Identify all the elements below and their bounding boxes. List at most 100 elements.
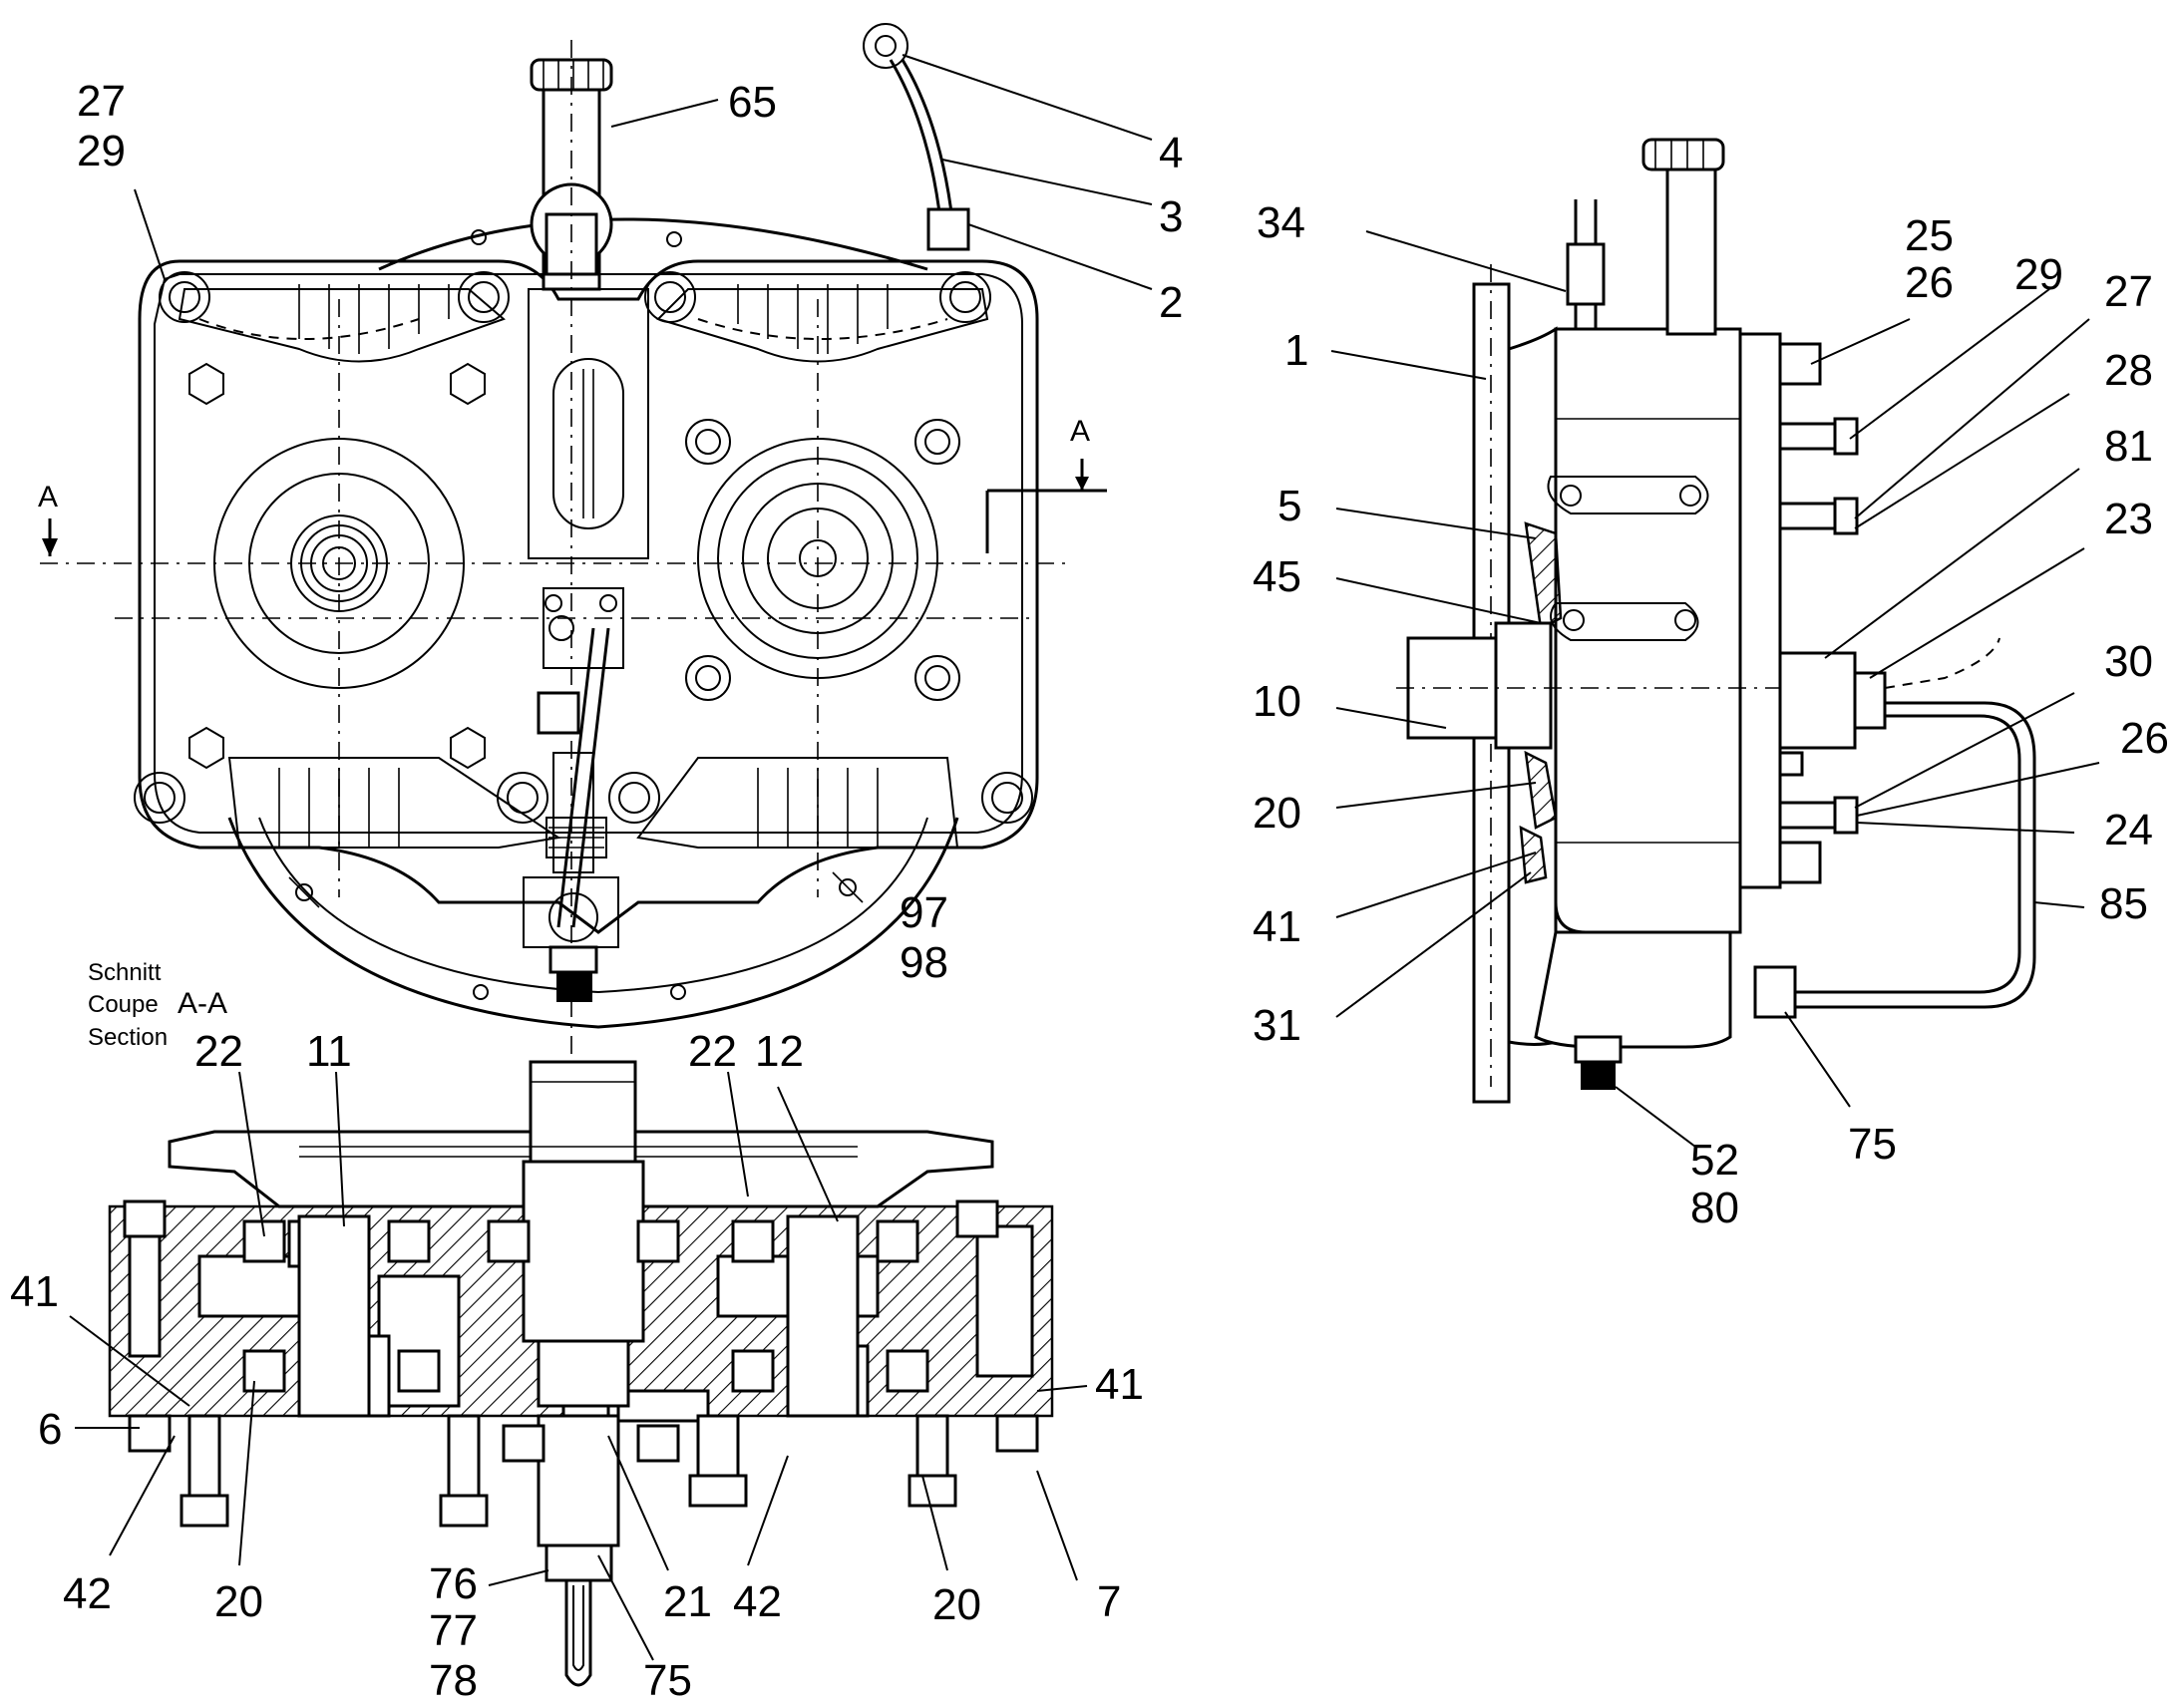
section-view: 22 11 22 12 41 41 6 42 20 76 77 78 75 21… <box>10 1027 1144 1705</box>
section-marker-left: A <box>38 481 58 513</box>
label-12: 12 <box>755 1027 804 1076</box>
leader-21 <box>607 1435 669 1571</box>
return-pipe-85 <box>1795 701 2036 1009</box>
label-75-side: 75 <box>1848 1120 1897 1169</box>
bottom-right-rib-plate <box>636 757 959 849</box>
label-11: 11 <box>306 1027 352 1076</box>
label-20a: 20 <box>214 1577 263 1626</box>
side-bolts <box>1778 342 1859 884</box>
label-97: 97 <box>900 888 948 937</box>
label-3: 3 <box>1159 192 1183 241</box>
leader-1 <box>1330 350 1487 380</box>
label-29-side: 29 <box>2014 250 2063 299</box>
leader-24 <box>1856 822 2075 834</box>
front-flange-inner-arc <box>258 817 928 994</box>
label-29-front: 29 <box>77 127 126 175</box>
label-6: 6 <box>38 1405 62 1454</box>
leader-12 <box>777 1086 839 1222</box>
label-20-side: 20 <box>1253 789 1301 838</box>
leader-30 <box>1854 692 2075 809</box>
leader-76 <box>488 1569 549 1586</box>
drain-pipe-section <box>564 1580 592 1687</box>
leader-42a <box>109 1435 176 1556</box>
leader-23 <box>1869 547 2085 679</box>
side-drain-plug <box>1574 1035 1623 1064</box>
seal-ring-5 <box>1524 521 1563 630</box>
side-filler-tube <box>1665 168 1717 336</box>
label-22a: 22 <box>194 1027 243 1076</box>
label-85: 85 <box>2099 879 2148 928</box>
label-98: 98 <box>900 938 948 987</box>
label-27-front: 27 <box>77 77 126 126</box>
label-28: 28 <box>2104 346 2153 395</box>
side-pump-block <box>1778 651 1857 750</box>
side-housing-cover <box>1738 332 1782 889</box>
leader-41a <box>69 1315 190 1407</box>
drain-fitting-75 <box>545 1543 613 1582</box>
leader-20a <box>238 1380 255 1566</box>
right-gear-shaft <box>786 1214 860 1418</box>
seal-ring-41 <box>1519 825 1548 884</box>
label-1: 1 <box>1284 326 1308 375</box>
leader-52-80 <box>1615 1086 1696 1148</box>
eye-fitting-4 <box>863 23 908 69</box>
leader-2 <box>967 223 1153 290</box>
gauge-inner-lines <box>582 369 594 518</box>
side-drain-knurl <box>1581 1062 1616 1090</box>
label-25: 25 <box>1905 211 1954 260</box>
leader-22a <box>238 1071 265 1237</box>
label-78: 78 <box>429 1656 478 1705</box>
label-2: 2 <box>1159 278 1183 327</box>
leader-31 <box>1335 871 1532 1018</box>
section-marker-right: A <box>1070 415 1090 448</box>
level-gauge-slot <box>552 358 624 529</box>
hex-nuts <box>188 362 960 770</box>
label-81: 81 <box>2104 422 2153 471</box>
leader-27-29 <box>134 188 166 280</box>
label-7: 7 <box>1097 1577 1121 1626</box>
side-breather-fitting <box>1566 242 1606 306</box>
leader-41-side <box>1335 852 1537 918</box>
label-31: 31 <box>1253 1001 1301 1050</box>
leader-42b <box>747 1455 789 1566</box>
caption-schnitt: Schnitt <box>88 959 162 986</box>
label-65: 65 <box>728 78 777 127</box>
front-view: A A 27 29 65 4 <box>38 23 1183 1077</box>
centre-shaft-lower <box>537 1339 630 1408</box>
leader-81 <box>1824 468 2080 659</box>
label-76: 76 <box>429 1559 478 1608</box>
housing-inner-outline <box>154 273 1023 834</box>
housing-bolts <box>134 271 1033 824</box>
bottom-rib-lines <box>278 768 879 848</box>
label-26a: 26 <box>1905 258 1954 307</box>
side-fitting-75 <box>1753 965 1797 1019</box>
leader-11 <box>335 1071 345 1227</box>
top-left-rib-plate <box>178 288 506 363</box>
label-4: 4 <box>1159 129 1183 177</box>
small-boss <box>537 691 580 735</box>
label-23: 23 <box>2104 495 2153 543</box>
label-20b: 20 <box>932 1580 981 1629</box>
side-shaft-collar <box>1494 621 1553 750</box>
label-41-side: 41 <box>1253 902 1301 951</box>
leader-20b <box>921 1475 948 1571</box>
leader-45 <box>1335 577 1542 624</box>
label-52: 52 <box>1690 1136 1739 1185</box>
leader-27-side <box>1854 318 2090 519</box>
top-right-rib-plate <box>656 288 989 363</box>
leader-4 <box>902 54 1153 141</box>
section-bottom-bolts <box>123 1199 1039 1528</box>
leader-28 <box>1854 393 2070 529</box>
link-plate-upper <box>1547 476 1709 514</box>
hidden-line-top-left <box>198 318 420 340</box>
section-caption: Schnitt Coupe Section A-A <box>88 959 227 1051</box>
pump-block <box>543 587 624 669</box>
caption-coupe: Coupe <box>88 991 159 1018</box>
fitting-2 <box>926 207 970 251</box>
label-42a: 42 <box>63 1569 112 1618</box>
label-42b: 42 <box>733 1577 782 1626</box>
side-view: 34 1 5 45 10 20 41 31 25 26 29 27 28 81 … <box>1253 138 2169 1232</box>
hose-hidden <box>1884 637 2000 689</box>
front-flange-bottom-arc <box>227 817 959 1029</box>
